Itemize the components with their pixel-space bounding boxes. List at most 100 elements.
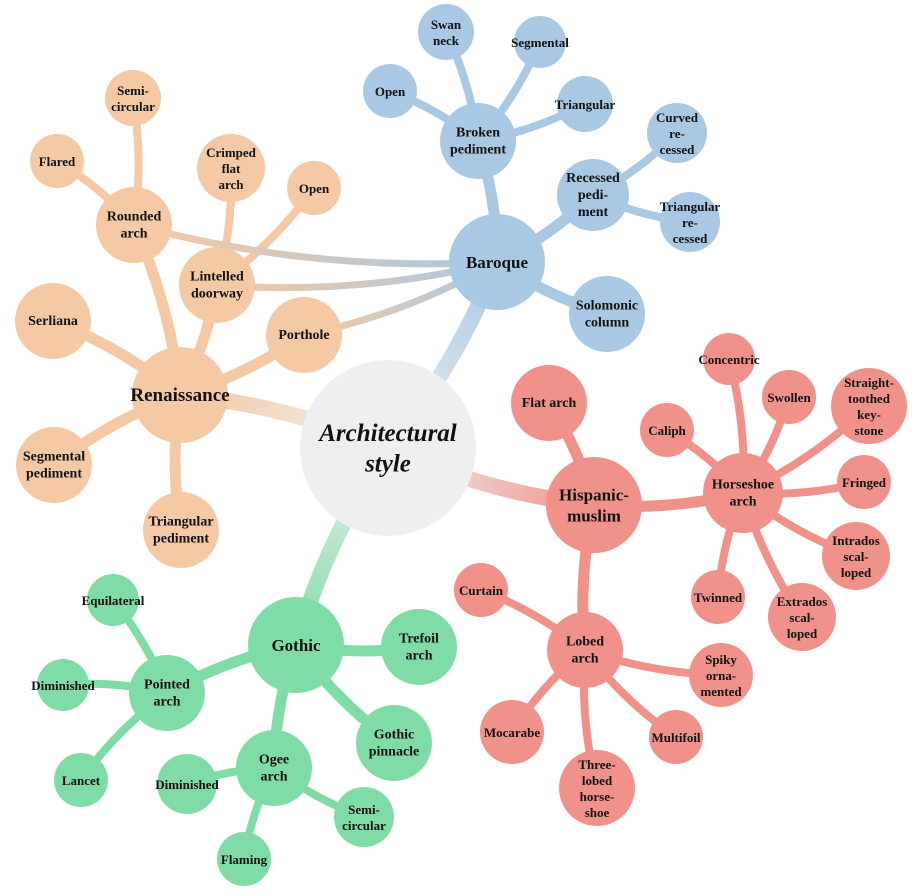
node-flared[interactable]: Flared (30, 134, 84, 188)
node-triangular-label: Triangular (555, 97, 616, 112)
node-lancet-circle (54, 753, 108, 807)
node-hispanic-muslim[interactable]: Hispanic-muslim (546, 457, 642, 553)
node-diminished-pointed[interactable]: Diminished (31, 659, 96, 711)
node-gothic-circle (248, 597, 344, 693)
node-recessed-pediment-circle (557, 159, 629, 231)
node-semi-circular-label: Semi-circular (111, 83, 155, 114)
node-trefoil-arch-circle (381, 609, 457, 685)
node-multifoil-label: Multifoil (651, 730, 700, 745)
node-diminished-ogee-label: Diminished (155, 777, 219, 792)
node-curtain-label: Curtain (459, 583, 504, 598)
node-fringed[interactable]: Fringed (837, 455, 891, 509)
node-mocarabe[interactable]: Mocarabe (480, 700, 544, 764)
node-swan-neck-circle (418, 4, 474, 60)
node-diminished-ogee[interactable]: Diminished (155, 754, 220, 814)
node-curtain-circle (454, 563, 508, 617)
node-renaissance-label: Renaissance (130, 385, 229, 406)
node-ogee-arch-circle (236, 730, 312, 806)
node-twinned[interactable]: Twinned (691, 570, 745, 624)
node-twinned-label: Twinned (694, 590, 743, 605)
node-gothic-pinnacle-circle (356, 705, 432, 781)
node-equilateral-circle (87, 574, 139, 626)
node-equilateral[interactable]: Equilateral (82, 574, 145, 626)
node-open-door-label: Open (299, 181, 330, 196)
node-flaming-label: Flaming (221, 852, 268, 867)
node-caliph[interactable]: Caliph (640, 403, 694, 457)
node-multifoil[interactable]: Multifoil (649, 710, 703, 764)
node-flared-circle (30, 134, 84, 188)
node-baroque-label: Baroque (466, 253, 528, 272)
node-porthole[interactable]: Porthole (266, 297, 342, 373)
node-triangular[interactable]: Triangular (555, 76, 616, 132)
node-semi-circular-ogee-circle (334, 787, 394, 847)
node-porthole-label: Porthole (278, 328, 329, 343)
node-diminished-ogee-circle (157, 754, 217, 814)
node-serliana[interactable]: Serliana (15, 283, 91, 359)
node-flaming[interactable]: Flaming (217, 832, 271, 886)
node-horseshoe-arch-circle (703, 453, 783, 533)
node-baroque[interactable]: Baroque (449, 214, 545, 310)
node-extrados-scalloped-circle (768, 583, 836, 651)
node-concentric[interactable]: Concentric (698, 333, 760, 385)
node-semi-circular-ogee[interactable]: Semi-circular (334, 787, 394, 847)
node-swollen[interactable]: Swollen (762, 370, 816, 424)
node-diminished-pointed-circle (37, 659, 89, 711)
node-semi-circular-circle (105, 70, 161, 126)
node-curtain[interactable]: Curtain (454, 563, 508, 617)
node-semi-circular[interactable]: Semi-circular (105, 70, 161, 126)
node-open-door-circle (287, 161, 341, 215)
node-concentric-circle (703, 333, 755, 385)
node-renaissance[interactable]: Renaissance (130, 347, 230, 443)
node-solomonic-column-circle (569, 276, 645, 352)
node-rounded-arch-circle (96, 187, 172, 263)
node-three-lobed-circle (559, 750, 635, 826)
node-gothic[interactable]: Gothic (248, 597, 344, 693)
node-porthole-circle (266, 297, 342, 373)
node-lancet[interactable]: Lancet (54, 753, 108, 807)
node-architectural-style-circle (300, 360, 476, 536)
node-open-door[interactable]: Open (287, 161, 341, 215)
node-pointed-arch-circle (129, 655, 205, 731)
node-segmental-pediment-circle (16, 427, 92, 503)
node-lintelled-doorway-circle (179, 247, 255, 323)
node-open[interactable]: Open (363, 64, 417, 118)
node-flat-arch-circle (511, 365, 587, 441)
node-flat-arch[interactable]: Flat arch (511, 365, 587, 441)
node-segmental[interactable]: Segmental (511, 16, 569, 68)
node-fringed-circle (837, 455, 891, 509)
